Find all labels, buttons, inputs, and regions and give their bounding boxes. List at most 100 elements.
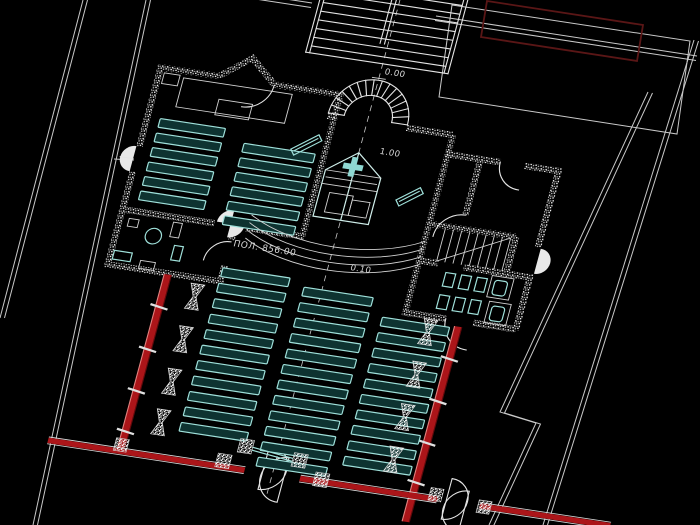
wc-fixture-2-bowl — [488, 305, 506, 323]
stair-level-label: 0.00 — [383, 67, 406, 80]
apse-hatch-line — [391, 116, 410, 119]
site-line-west-outer-2 — [4, 0, 88, 319]
bench-row — [153, 132, 222, 153]
classroom-cabinet-inner — [214, 98, 254, 121]
west-exterior-door — [119, 145, 137, 172]
pew-row — [280, 364, 353, 385]
stair-tread — [327, 0, 463, 7]
vestibule-post-right — [290, 452, 309, 469]
pew-row — [199, 344, 270, 365]
stair-riser — [493, 236, 503, 270]
side-gate-left-leaf — [440, 477, 469, 520]
apse-hatch-line — [365, 79, 368, 97]
bench-row — [157, 118, 226, 138]
annex-desk — [111, 249, 134, 263]
chancel-step — [251, 214, 426, 250]
red-wall-tick — [407, 478, 426, 487]
stair-tread — [317, 19, 454, 41]
nave-level-label: 0.10 — [349, 263, 372, 276]
altar-cross-horizontal — [342, 162, 364, 172]
apse-hatch-line — [375, 80, 384, 97]
site-line-east-outer — [542, 39, 695, 525]
site-line-west-outer — [0, 0, 84, 319]
pew-row — [288, 333, 362, 354]
right-wing-walls — [405, 150, 563, 333]
altar-base-right — [347, 199, 371, 219]
pew-row — [211, 298, 283, 319]
pew-row — [350, 424, 421, 445]
annex-stool — [126, 217, 140, 229]
pew-row — [263, 425, 337, 446]
column-symbols — [149, 282, 439, 474]
classroom-cabinet — [175, 77, 293, 124]
classroom-corner-unit — [160, 72, 181, 87]
stair-divider — [305, 0, 449, 75]
wc-stall — [441, 271, 457, 289]
wc-fixture-2 — [483, 300, 512, 327]
site-line-north-2 — [434, 20, 697, 61]
wc-fixture-1 — [486, 275, 515, 301]
wing-inner-door-arc — [432, 214, 467, 237]
apse-hatch-line — [390, 100, 407, 109]
wc-stall — [467, 298, 483, 316]
bench-row — [225, 200, 301, 222]
stair-riser — [444, 229, 455, 263]
stair-riser — [501, 238, 512, 272]
stair-riser — [436, 228, 446, 262]
column-symbol — [405, 360, 428, 389]
pew-row — [268, 410, 341, 431]
side-gate-right-leaf — [441, 490, 470, 525]
stair-tread — [313, 36, 449, 59]
bench-row — [138, 190, 207, 211]
site-red-rectangle — [479, 0, 645, 63]
chancel-step — [249, 222, 424, 258]
wing-staircase — [436, 228, 512, 272]
column-symbol — [160, 367, 183, 396]
main-gate-right-leaf — [259, 457, 290, 503]
chancel-walls — [326, 112, 457, 316]
stair-riser — [485, 235, 495, 269]
column-symbol — [183, 282, 206, 311]
vestibule-lintel — [251, 446, 294, 462]
west-colonnade-highlight — [116, 273, 165, 448]
pew-row — [276, 379, 349, 400]
vestibule — [112, 437, 493, 515]
pew-row — [371, 347, 442, 368]
stair-diagonal — [436, 237, 511, 262]
gate-post-3 — [427, 487, 445, 503]
annex-cabinet — [169, 244, 185, 262]
pew-row — [367, 363, 438, 383]
pew-row — [216, 282, 287, 303]
red-wall-tick — [428, 397, 447, 406]
walls — [103, 54, 563, 333]
lectern-left — [290, 134, 323, 156]
altar-canopy-outline — [312, 151, 382, 226]
stair-treads — [310, 0, 463, 67]
gate-post-4 — [475, 499, 493, 515]
pew-row — [272, 394, 345, 416]
stair-tread — [310, 45, 447, 67]
red-wall-tick — [127, 387, 146, 395]
column-symbol — [394, 403, 416, 432]
wc-stall — [457, 274, 473, 291]
bench-row — [141, 176, 211, 196]
wc-stall — [435, 294, 451, 311]
apse-hatch-line — [391, 107, 409, 114]
wc-stall — [451, 296, 467, 313]
bench-row — [229, 186, 304, 207]
pew-row — [207, 313, 279, 334]
red-wall-tick — [116, 427, 135, 436]
wc-stall — [473, 276, 489, 293]
bench-row — [237, 157, 312, 178]
apse-hatch-line — [348, 85, 358, 100]
pew-row — [297, 302, 370, 323]
pew-row — [363, 378, 434, 399]
stair-tread — [320, 10, 456, 33]
wc-stall-group — [435, 271, 489, 316]
stair-stringers — [305, 0, 469, 75]
pew-row — [203, 329, 274, 349]
pew-row — [301, 286, 374, 307]
apse-hatch-line — [387, 93, 403, 105]
